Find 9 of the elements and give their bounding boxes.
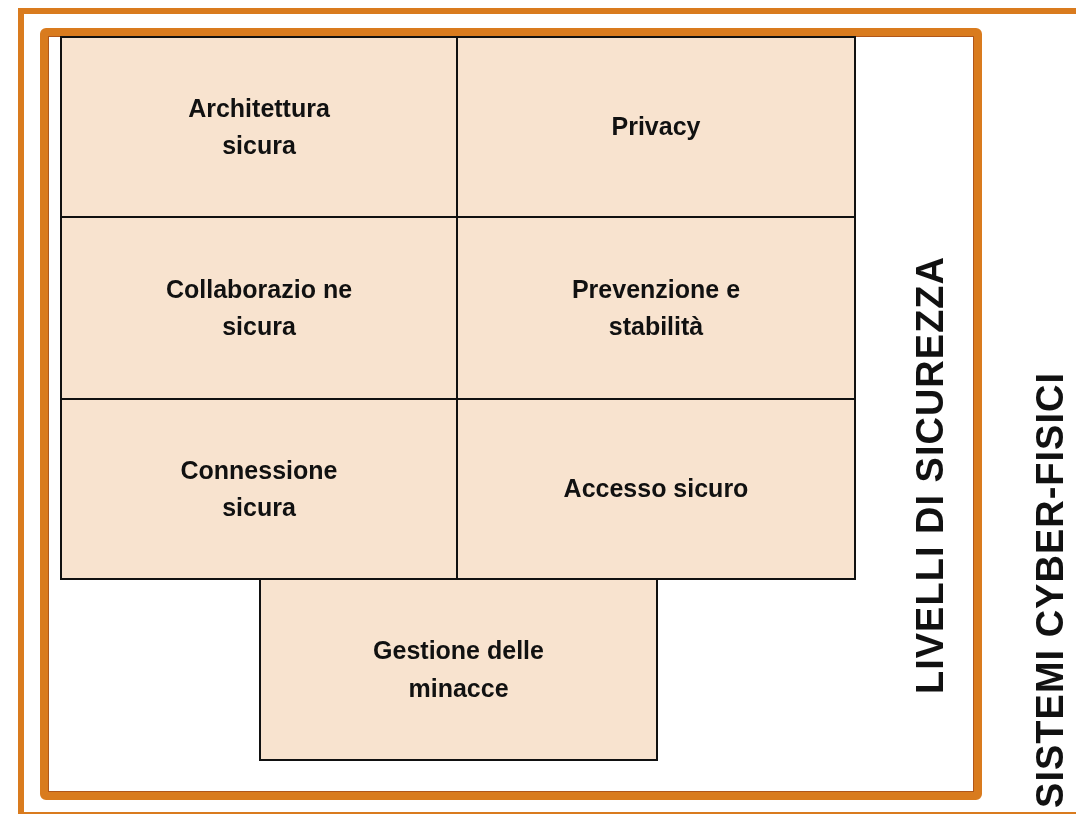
category-box: Architettura sicura	[60, 36, 458, 218]
frame-title: LIVELLI DI SICUREZZA	[909, 256, 952, 694]
category-box: Privacy	[456, 36, 856, 218]
category-box: Gestione delle minacce	[259, 578, 658, 761]
category-box: Connessione sicura	[60, 398, 458, 580]
category-box: Collaborazio ne sicura	[60, 216, 458, 400]
frame-title: SISTEMI CYBER-FISICI	[1029, 372, 1072, 808]
category-box: Prevenzione e stabilità	[456, 216, 856, 400]
category-box: Accesso sicuro	[456, 398, 856, 580]
